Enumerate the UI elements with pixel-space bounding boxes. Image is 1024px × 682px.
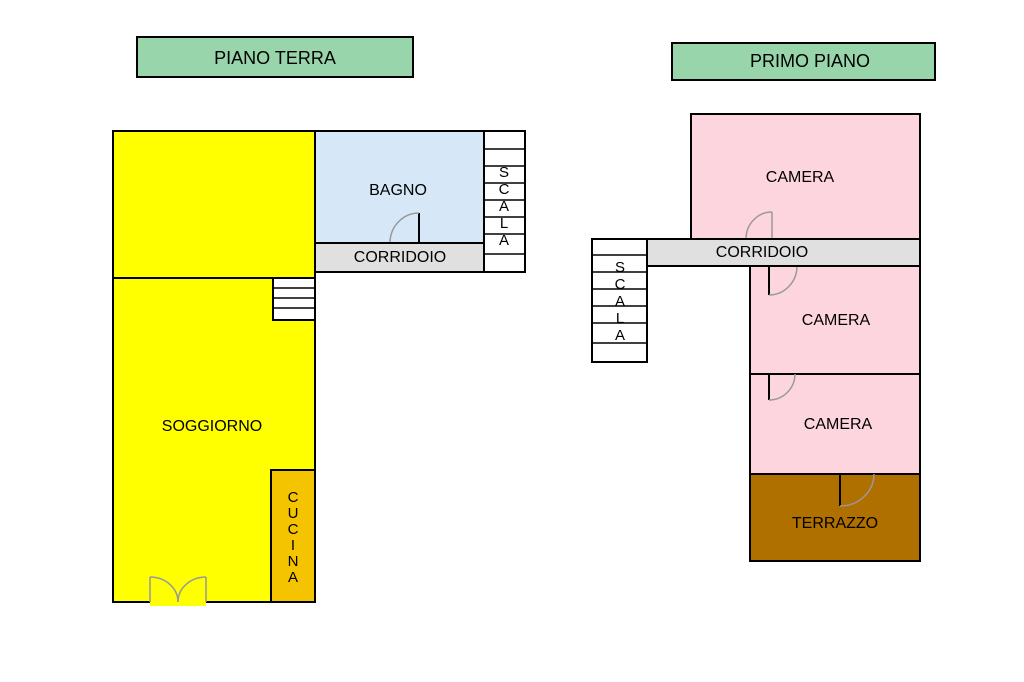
camera-mid-room <box>749 265 921 375</box>
camera-bottom-label: CAMERA <box>804 416 873 433</box>
svg-text:L: L <box>616 310 624 327</box>
camera-top-label: CAMERA <box>766 169 835 186</box>
scala-first-label: S C A L A <box>615 259 626 344</box>
soggiorno-label: SOGGIORNO <box>162 418 262 435</box>
terrazzo-door <box>839 473 875 507</box>
ground-floor-title-box <box>136 36 414 78</box>
svg-text:C: C <box>615 276 626 293</box>
camera-top-room <box>690 113 921 240</box>
svg-text:C: C <box>499 181 510 198</box>
entrance-door <box>149 576 207 606</box>
cucina-label: C U C I N A <box>288 489 299 586</box>
svg-text:A: A <box>288 569 298 586</box>
bagno-room <box>314 130 486 244</box>
scala-ground <box>483 130 526 273</box>
svg-text:C: C <box>288 489 299 506</box>
first-floor-title-box <box>671 42 936 81</box>
svg-text:L: L <box>500 215 508 232</box>
terrazzo-label: TERRAZZO <box>792 515 878 532</box>
corridoio-first-label: CORRIDOIO <box>716 244 808 261</box>
bagno-label: BAGNO <box>369 182 427 199</box>
camera-bottom-door <box>768 373 796 401</box>
terrazzo-room <box>749 473 921 562</box>
cucina-room <box>270 469 316 603</box>
camera-mid-door <box>768 265 798 296</box>
svg-text:S: S <box>499 164 509 181</box>
svg-text:C: C <box>288 521 299 538</box>
svg-text:S: S <box>615 259 625 276</box>
internal-stair <box>272 277 316 321</box>
first-floor-title: PRIMO PIANO <box>750 51 870 71</box>
camera-mid-label: CAMERA <box>802 312 871 329</box>
svg-text:N: N <box>288 553 299 570</box>
camera-bottom-room <box>749 373 921 475</box>
corridoio-ground <box>314 242 486 273</box>
ground-floor: PIANO TERRA SOGGIORNO C U C I N A <box>112 36 526 606</box>
ground-floor-title: PIANO TERRA <box>214 48 336 68</box>
svg-text:A: A <box>499 232 509 249</box>
svg-text:I: I <box>291 537 295 554</box>
scala-ground-label: S C A L A <box>499 164 510 249</box>
svg-text:U: U <box>288 505 299 522</box>
svg-text:A: A <box>615 293 625 310</box>
first-floor: PRIMO PIANO CAMERA CAMERA CAMERA TERRAZZ… <box>591 42 936 562</box>
camera-top-door <box>745 211 773 240</box>
svg-text:A: A <box>615 327 625 344</box>
scala-first <box>591 238 648 363</box>
bagno-door <box>389 212 420 244</box>
corridoio-ground-label: CORRIDOIO <box>354 249 446 266</box>
svg-text:A: A <box>499 198 509 215</box>
